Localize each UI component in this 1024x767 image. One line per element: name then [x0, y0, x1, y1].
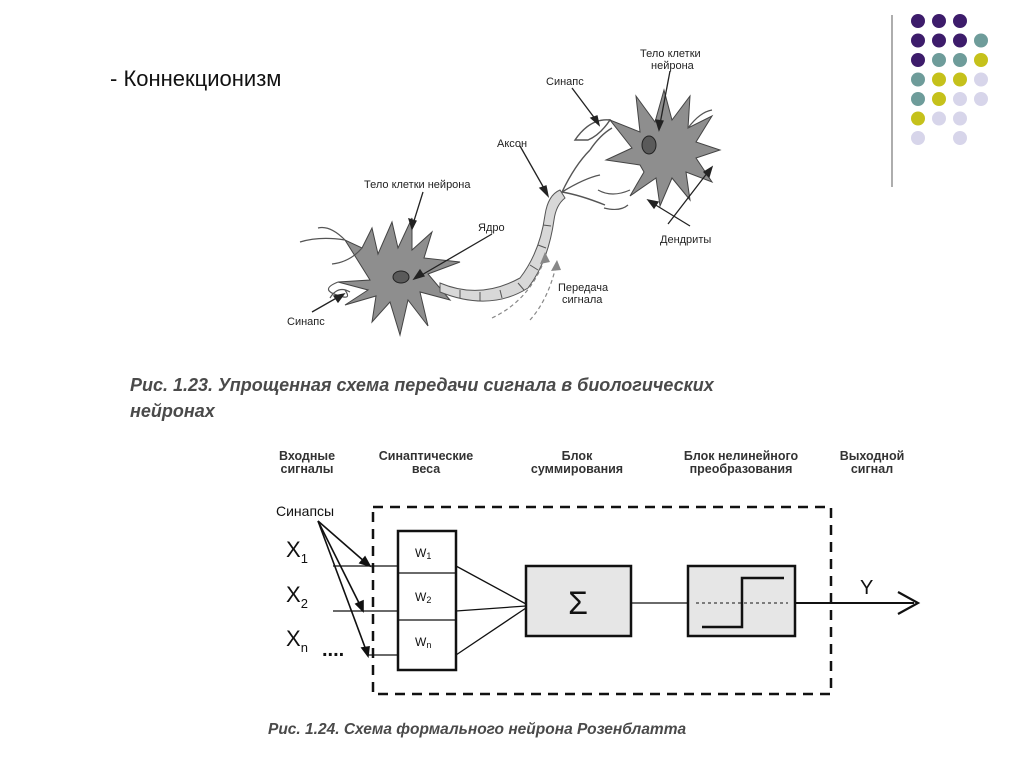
header-sum-line1: Блок: [561, 449, 593, 463]
header-weights: Синаптические веса: [360, 450, 492, 476]
axon: [439, 189, 566, 302]
input-x2: X2: [286, 582, 308, 611]
label-transfer-2: сигнала: [562, 294, 603, 306]
summation-block: [524, 564, 633, 638]
header-inputs-line2: сигналы: [280, 462, 334, 476]
left-neuron: [337, 217, 461, 337]
inputs-ellipsis: ....: [322, 639, 344, 661]
weight-wn: Wn: [415, 635, 431, 650]
header-output: Выходной сигнал: [824, 450, 920, 476]
neuron-boundary: [371, 505, 833, 696]
header-weights-line1: Синаптические: [378, 449, 474, 463]
label-transfer-1: Передача: [558, 282, 609, 294]
header-output-line2: сигнал: [850, 462, 894, 476]
figure-1-caption: Рис. 1.23. Упрощенная схема передачи сиг…: [130, 372, 850, 424]
right-neuron: [604, 88, 722, 208]
label-body-right-1: Тело клетки: [640, 48, 701, 60]
synapses-label: Синапсы: [276, 503, 334, 519]
header-inputs: Входные сигналы: [262, 450, 352, 476]
figure-1-caption-line2: нейронах: [130, 401, 215, 421]
step-function-icon: [702, 576, 784, 629]
figure-1-caption-line1: Рис. 1.23. Упрощенная схема передачи сиг…: [130, 375, 714, 395]
header-weights-line2: веса: [411, 462, 441, 476]
label-body-right-2: нейрона: [651, 60, 695, 72]
label-synapse-left: Синапс: [287, 316, 325, 328]
input-x1: X1: [286, 537, 308, 566]
weight-w1: W1: [415, 546, 431, 561]
label-pointers: [311, 70, 714, 313]
sum-symbol: Σ: [568, 585, 588, 621]
label-synapse-top: Синапс: [546, 76, 584, 88]
label-nucleus: Ядро: [478, 222, 505, 234]
figure-2-caption: Рис. 1.24. Схема формального нейрона Роз…: [268, 721, 687, 738]
slide-title: - Коннекционизм: [110, 66, 282, 91]
weights-box: [396, 529, 458, 672]
signal-arrows: [491, 257, 557, 321]
header-nonlinear: Блок нелинейного преобразования: [666, 450, 816, 476]
label-body-left: Тело клетки нейрона: [364, 179, 471, 191]
label-axon: Аксон: [497, 138, 527, 150]
header-inputs-line1: Входные: [278, 449, 336, 463]
label-dendrites: Дендриты: [660, 234, 711, 246]
synapse-arrows: [317, 520, 372, 659]
output-label: Y: [860, 577, 873, 599]
input-xn: Xn: [286, 626, 308, 655]
header-sum: Блок суммирования: [512, 450, 642, 476]
right-nucleus: [641, 135, 657, 155]
header-nonlinear-line2: преобразования: [689, 462, 793, 476]
left-nucleus: [392, 270, 410, 284]
header-output-line1: Выходной: [839, 449, 905, 463]
weight-w2: W2: [415, 590, 431, 605]
header-nonlinear-line1: Блок нелинейного: [683, 449, 799, 463]
header-sum-line2: суммирования: [530, 462, 624, 476]
